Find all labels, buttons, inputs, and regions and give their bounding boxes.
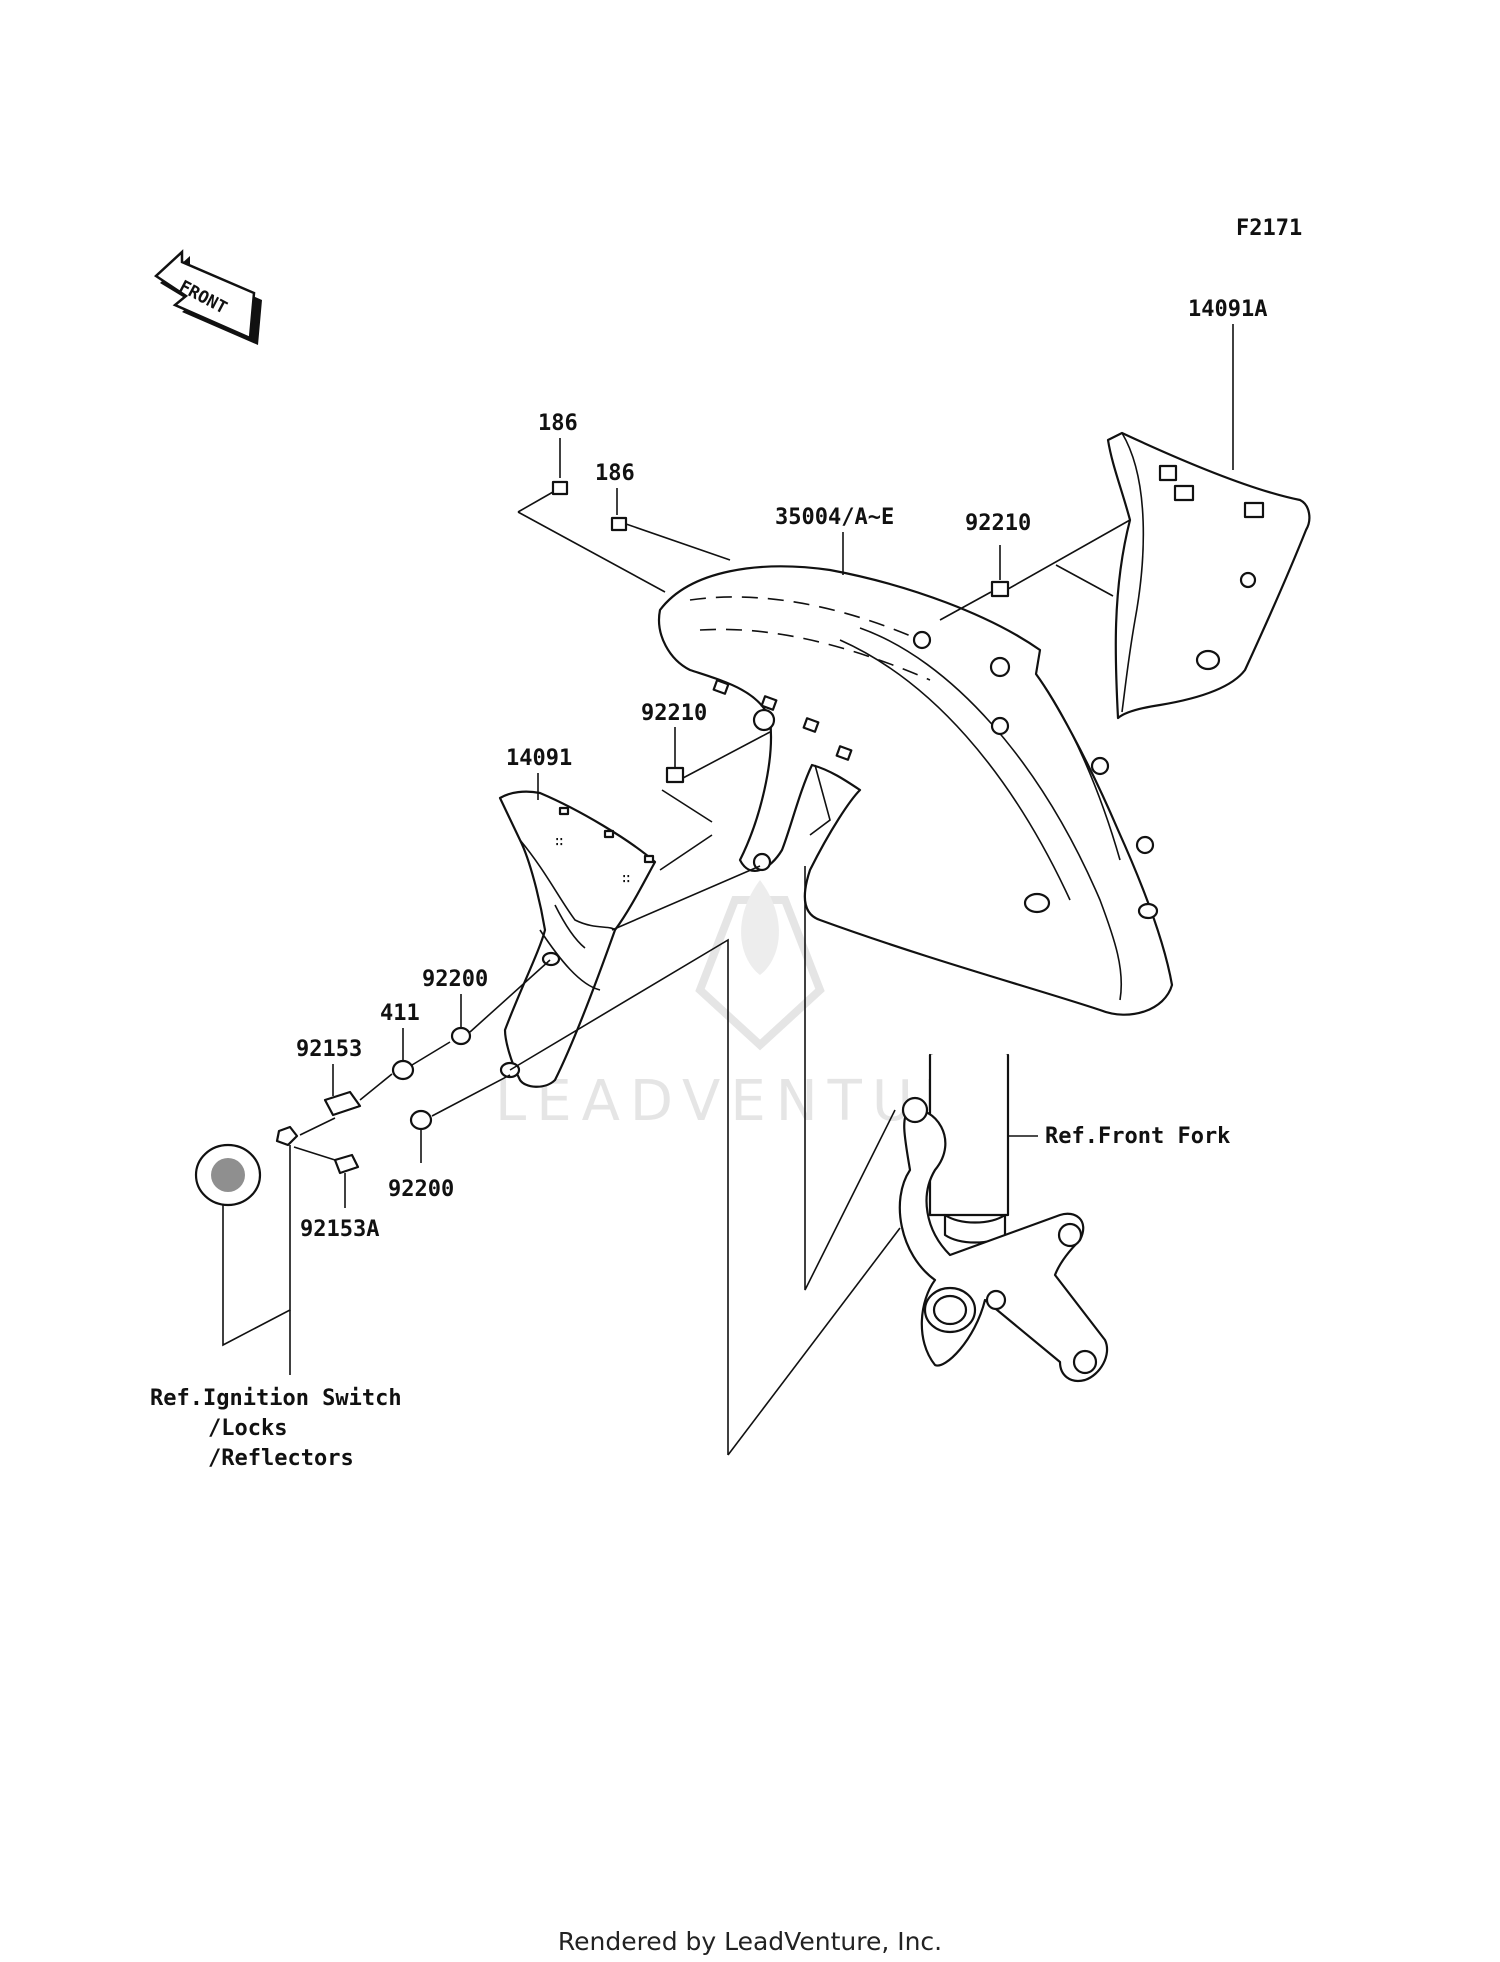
washer-92200b — [409, 1109, 433, 1131]
footer-credit: Rendered by LeadVenture, Inc. — [558, 1927, 942, 1956]
label-35004: 35004/A~E — [775, 505, 894, 530]
label-92210-lower: 92210 — [641, 701, 707, 726]
left-fender-cover: ∷ ∷ — [498, 790, 657, 1088]
label-92200-lower: 92200 — [388, 1177, 454, 1202]
label-92210-upper: 92210 — [965, 511, 1031, 536]
ref-reflectors: /Reflectors — [208, 1446, 354, 1471]
leader-lines — [222, 491, 1131, 1456]
washer-92200a — [450, 1026, 472, 1046]
ref-ignition-switch: Ref.Ignition Switch — [150, 1386, 402, 1411]
bolt-186a — [551, 480, 569, 496]
label-14091: 14091 — [506, 746, 572, 771]
bolt-186b — [610, 516, 628, 532]
label-92153: 92153 — [296, 1037, 362, 1062]
callout-lines — [332, 324, 1234, 1208]
nut-92210b — [665, 766, 685, 784]
label-186-upper: 186 — [538, 411, 578, 436]
label-186-lower: 186 — [595, 461, 635, 486]
front-arrow-icon: FRONT — [153, 249, 262, 345]
nut-small — [275, 1125, 299, 1147]
label-92153A: 92153A — [300, 1217, 379, 1242]
figure-id: F2171 — [1236, 216, 1302, 241]
label-92200-upper: 92200 — [422, 967, 488, 992]
front-fork — [898, 1053, 1109, 1383]
ref-front-fork: Ref.Front Fork — [1045, 1124, 1230, 1149]
label-14091A: 14091A — [1188, 297, 1267, 322]
label-411: 411 — [380, 1001, 420, 1026]
bolt-92153A — [333, 1153, 360, 1175]
cover-mark-2: ∷ — [622, 871, 630, 887]
cover-mark-1: ∷ — [555, 834, 563, 850]
washer-411 — [391, 1059, 415, 1081]
nut-92210a — [990, 580, 1010, 598]
bolt-92153 — [323, 1090, 362, 1117]
right-fender-cover — [1106, 431, 1311, 720]
front-fender — [657, 565, 1174, 1016]
ref-locks: /Locks — [208, 1416, 287, 1441]
